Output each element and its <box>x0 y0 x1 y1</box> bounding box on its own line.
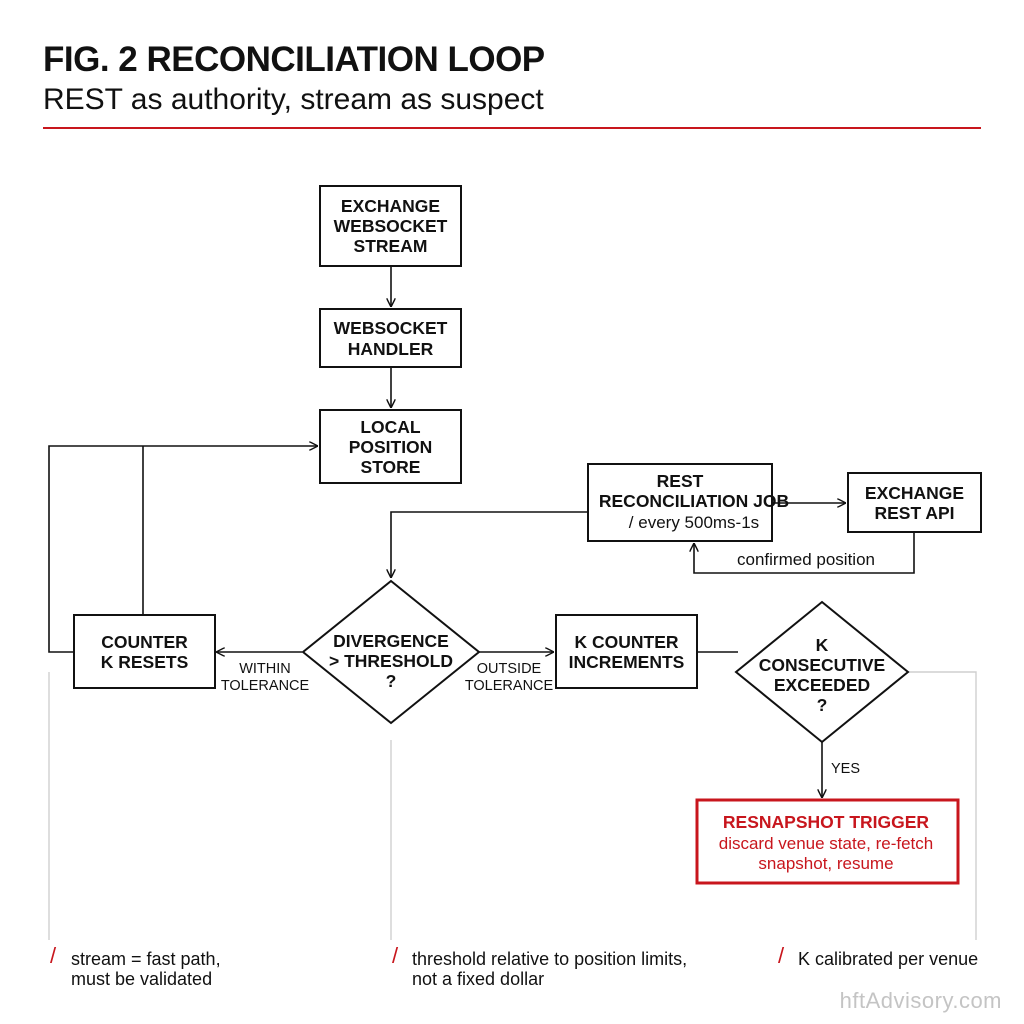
header-rule <box>43 127 981 129</box>
edge-label-confirmed-position: confirmed position <box>737 550 875 569</box>
note-threshold: threshold relative to position limits, n… <box>412 949 687 989</box>
node-label-line: CONSECUTIVE <box>759 655 885 675</box>
node-local-position-store: LOCAL POSITION STORE <box>319 409 462 484</box>
node-sublabel: snapshot, resume <box>758 854 893 873</box>
node-resnapshot-trigger: RESNAPSHOT TRIGGER discard venue state, … <box>695 798 960 885</box>
node-label-line: K COUNTER <box>574 632 678 652</box>
node-label-line: REST <box>657 471 704 491</box>
note-line: stream = fast path, <box>71 949 221 969</box>
node-counter-k-resets: COUNTER K RESETS <box>73 614 216 689</box>
node-divergence-decision: DIVERGENCE > THRESHOLD ? <box>301 579 481 725</box>
node-label-line: COUNTER <box>101 632 188 652</box>
node-label-line: STREAM <box>354 236 428 256</box>
edge-label-within: TOLERANCE <box>221 678 310 694</box>
watermark: hftAdvisory.com <box>839 988 1002 1013</box>
edge-job-to-divergence <box>391 511 588 578</box>
note-line: threshold relative to position limits, <box>412 949 688 969</box>
node-label-line: K <box>816 635 829 655</box>
node-label-line: REST API <box>874 503 954 523</box>
node-exchange-websocket-stream: EXCHANGE WEBSOCKET STREAM <box>319 185 462 267</box>
node-label-line: RESNAPSHOT TRIGGER <box>723 812 929 832</box>
node-label-line: WEBSOCKET <box>334 318 448 338</box>
node-label-line: RECONCILIATION JOB <box>599 491 789 511</box>
note-slash-mark: / <box>50 943 57 968</box>
edge-reset-to-store-outer <box>48 446 318 653</box>
figure-subtitle: REST as authority, stream as suspect <box>43 83 544 116</box>
node-label-line: INCREMENTS <box>569 652 685 672</box>
node-label-line: LOCAL <box>360 417 421 437</box>
node-sublabel: / every 500ms-1s <box>629 513 759 532</box>
edge-label-outside: OUTSIDE <box>477 661 542 677</box>
node-label-line: DIVERGENCE <box>333 631 449 651</box>
node-websocket-handler: WEBSOCKET HANDLER <box>319 308 462 368</box>
node-k-consecutive-decision: K CONSECUTIVE EXCEEDED ? <box>734 600 910 744</box>
edge-label-within: WITHIN <box>239 661 291 677</box>
node-label-line: STORE <box>361 457 421 477</box>
note-slash-mark: / <box>778 943 785 968</box>
node-label-line: K RESETS <box>101 652 189 672</box>
node-label-line: ? <box>817 695 828 715</box>
node-rest-reconciliation-job: REST RECONCILIATION JOB / every 500ms-1s <box>587 463 789 542</box>
node-label-line: POSITION <box>349 437 433 457</box>
node-label-line: EXCHANGE <box>341 196 440 216</box>
node-label-line: WEBSOCKET <box>334 216 448 236</box>
node-sublabel: discard venue state, re-fetch <box>719 834 934 853</box>
edge-label-outside: TOLERANCE <box>465 678 554 694</box>
note-slash-mark: / <box>392 943 399 968</box>
node-exchange-rest-api: EXCHANGE REST API <box>847 472 982 533</box>
note-line: K calibrated per venue <box>798 949 979 969</box>
edge-api-to-job <box>694 533 915 574</box>
node-label-line: > THRESHOLD <box>329 651 453 671</box>
node-label-line: HANDLER <box>348 339 434 359</box>
figure-title: FIG. 2 RECONCILIATION LOOP <box>43 40 545 79</box>
note-line: must be validated <box>71 969 213 989</box>
node-label-line: EXCEEDED <box>774 675 870 695</box>
note-stream: stream = fast path, must be validated <box>71 949 221 989</box>
note-line: not a fixed dollar <box>412 969 545 989</box>
node-label-line: ? <box>386 671 397 691</box>
node-k-counter-increments: K COUNTER INCREMENTS <box>555 614 698 689</box>
guide-line-right <box>908 671 977 940</box>
edge-label-yes: YES <box>831 761 860 777</box>
node-label-line: EXCHANGE <box>865 483 964 503</box>
note-k-calibrated: K calibrated per venue <box>798 949 978 969</box>
